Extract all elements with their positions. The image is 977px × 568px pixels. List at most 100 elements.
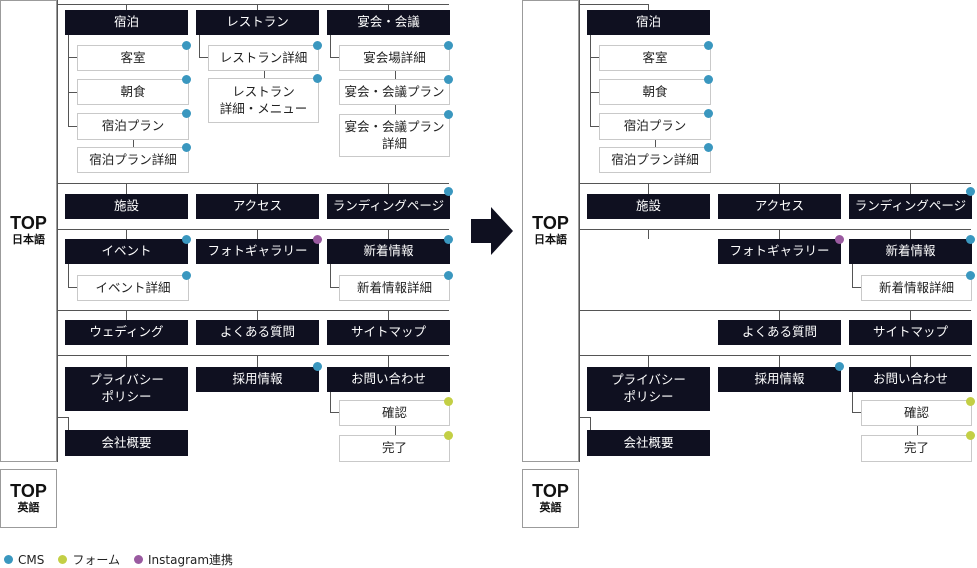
page-recruit: 採用情報 — [196, 367, 319, 392]
cms-badge-icon — [704, 75, 713, 84]
cms-badge-icon — [313, 41, 322, 50]
top-title: TOP — [10, 213, 47, 234]
cms-badge-icon — [182, 235, 191, 244]
top-title: TOP — [532, 480, 569, 501]
cms-badge-icon — [182, 75, 191, 84]
page-photo-gallery: フォトギャラリー — [196, 239, 319, 264]
page-breakfast: 朝食 — [77, 79, 189, 105]
cms-badge-icon — [444, 75, 453, 84]
top-title: TOP — [532, 213, 569, 234]
page-access: アクセス — [196, 194, 319, 219]
page-landing: ランディングページ — [327, 194, 450, 219]
page-complete: 完了 — [861, 435, 972, 462]
page-landing: ランディングページ — [849, 194, 972, 219]
cms-badge-icon — [444, 271, 453, 280]
page-restaurant-menu: レストラン 詳細・メニュー — [208, 78, 319, 123]
cms-badge-icon — [444, 187, 453, 196]
page-wedding: ウェディング — [65, 320, 188, 345]
page-lodging-plan-detail: 宿泊プラン詳細 — [599, 147, 711, 173]
page-event-detail: イベント詳細 — [77, 275, 189, 301]
cms-badge-icon — [182, 143, 191, 152]
page-sitemap: サイトマップ — [327, 320, 450, 345]
page-facilities: 施設 — [587, 194, 710, 219]
page-lodging: 宿泊 — [587, 10, 710, 35]
cms-badge-icon — [835, 362, 844, 371]
legend-item-form: フォーム — [58, 551, 120, 568]
legend: CMS フォーム Instagram連携 — [4, 551, 247, 568]
page-lodging-plan: 宿泊プラン — [77, 113, 189, 140]
cms-badge-icon — [444, 41, 453, 50]
page-sitemap: サイトマップ — [849, 320, 972, 345]
page-restaurant: レストラン — [196, 10, 319, 35]
instagram-badge-icon — [835, 235, 844, 244]
page-breakfast: 朝食 — [599, 79, 711, 105]
cms-badge-icon — [444, 235, 453, 244]
sitemap-before: TOP 日本語 TOP 英語 宿泊 客室 — [0, 0, 488, 568]
top-title: TOP — [10, 480, 47, 501]
page-faq: よくある質問 — [196, 320, 319, 345]
page-privacy: プライバシー ポリシー — [65, 367, 188, 411]
cms-badge-icon — [704, 109, 713, 118]
form-badge-icon — [966, 431, 975, 440]
cms-badge-icon — [313, 74, 322, 83]
top-english-root: TOP 英語 — [522, 469, 579, 528]
page-contact: お問い合わせ — [849, 367, 972, 392]
cms-badge-icon — [444, 110, 453, 119]
page-lodging-plan: 宿泊プラン — [599, 113, 711, 140]
form-badge-icon — [966, 397, 975, 406]
instagram-badge-icon — [313, 235, 322, 244]
top-language: 英語 — [17, 500, 40, 514]
page-recruit: 採用情報 — [718, 367, 841, 392]
page-confirm: 確認 — [339, 400, 450, 426]
cms-badge-icon — [704, 41, 713, 50]
page-lodging: 宿泊 — [65, 10, 188, 35]
page-news-detail: 新着情報詳細 — [861, 275, 972, 301]
cms-badge-icon — [313, 362, 322, 371]
cms-badge-icon — [182, 271, 191, 280]
top-japanese-root: TOP 日本語 — [522, 0, 579, 462]
page-contact: お問い合わせ — [327, 367, 450, 392]
cms-badge-icon — [966, 235, 975, 244]
page-company: 会社概要 — [65, 430, 188, 456]
legend-label-form: フォーム — [72, 553, 120, 567]
top-japanese-root: TOP 日本語 — [0, 0, 57, 462]
page-company: 会社概要 — [587, 430, 710, 456]
top-language: 日本語 — [534, 233, 567, 247]
form-badge-icon — [444, 431, 453, 440]
page-room: 客室 — [599, 45, 711, 71]
page-confirm: 確認 — [861, 400, 972, 426]
page-news: 新着情報 — [849, 239, 972, 264]
sitemap-after: TOP 日本語 TOP 英語 宿泊 客室 朝食 宿泊プラン 宿泊プラン詳細 施設… — [522, 0, 977, 568]
legend-label-instagram: Instagram連携 — [148, 553, 234, 567]
page-access: アクセス — [718, 194, 841, 219]
page-restaurant-detail: レストラン詳細 — [208, 45, 319, 71]
page-photo-gallery: フォトギャラリー — [718, 239, 841, 264]
legend-item-cms: CMS — [4, 553, 44, 567]
cms-badge-icon — [182, 41, 191, 50]
cms-badge-icon — [966, 271, 975, 280]
legend-label-cms: CMS — [18, 552, 45, 567]
cms-badge-icon — [704, 143, 713, 152]
top-english-root: TOP 英語 — [0, 469, 57, 528]
cms-badge-icon — [182, 109, 191, 118]
page-banquet-venue-detail: 宴会場詳細 — [339, 45, 450, 71]
page-facilities: 施設 — [65, 194, 188, 219]
cms-dot-icon — [4, 555, 13, 564]
page-event: イベント — [65, 239, 188, 264]
top-language: 日本語 — [12, 233, 45, 247]
arrow-right-icon — [471, 207, 513, 255]
page-complete: 完了 — [339, 435, 450, 462]
instagram-dot-icon — [134, 555, 143, 564]
form-badge-icon — [444, 397, 453, 406]
page-banquet-plan: 宴会・会議プラン — [339, 79, 450, 105]
page-privacy: プライバシー ポリシー — [587, 367, 710, 411]
page-banquet-plan-detail: 宴会・会議プラン 詳細 — [339, 114, 450, 157]
legend-item-instagram: Instagram連携 — [134, 551, 233, 568]
page-news: 新着情報 — [327, 239, 450, 264]
form-dot-icon — [58, 555, 68, 564]
top-language: 英語 — [539, 500, 562, 514]
page-lodging-plan-detail: 宿泊プラン詳細 — [77, 147, 189, 173]
cms-badge-icon — [966, 187, 975, 196]
page-news-detail: 新着情報詳細 — [339, 275, 450, 301]
page-room: 客室 — [77, 45, 189, 71]
